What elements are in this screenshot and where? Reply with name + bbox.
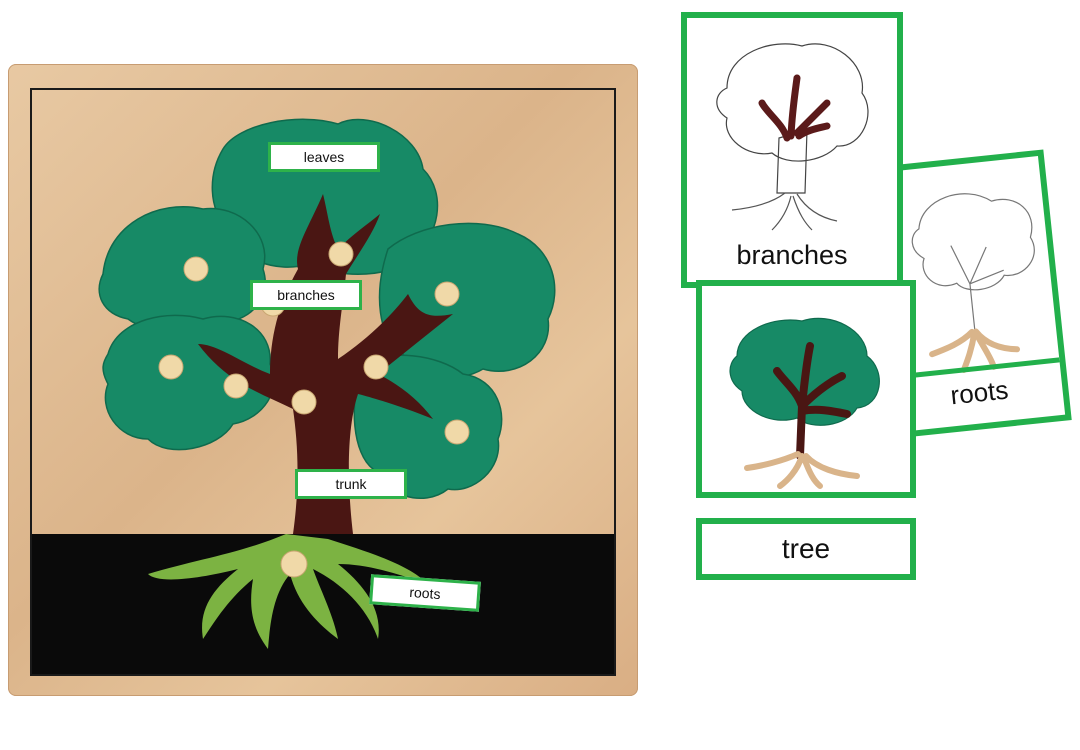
knob (280, 550, 308, 578)
label-leaves[interactable]: leaves (268, 142, 380, 172)
knob (444, 419, 470, 445)
branches-card-caption: branches (736, 240, 848, 270)
puzzle-knobs[interactable] (158, 241, 470, 578)
knob (183, 256, 209, 282)
trunk-and-branches-piece[interactable] (198, 194, 453, 534)
roots-piece[interactable] (148, 534, 428, 649)
branches-card-illustration (716, 43, 869, 231)
label-branches[interactable]: branches (250, 280, 362, 310)
tree-label-card[interactable]: tree (696, 518, 916, 580)
tree-puzzle-board: leaves branches trunk roots (8, 64, 638, 696)
leaf-lower-left (102, 314, 275, 451)
knob (328, 241, 354, 267)
knob (223, 373, 249, 399)
knob (158, 354, 184, 380)
label-trunk[interactable]: trunk (295, 469, 407, 499)
knob (434, 281, 460, 307)
knob (291, 389, 317, 415)
roots-nomenclature-card[interactable]: roots (866, 149, 1072, 439)
knob (363, 354, 389, 380)
branches-nomenclature-card[interactable]: branches (681, 12, 903, 288)
tree-picture-card[interactable] (696, 280, 916, 498)
tree-label-text: tree (781, 533, 831, 564)
roots-card-illustration (894, 193, 1060, 380)
tree-card-illustration (729, 317, 880, 489)
leaf-left (98, 206, 266, 334)
